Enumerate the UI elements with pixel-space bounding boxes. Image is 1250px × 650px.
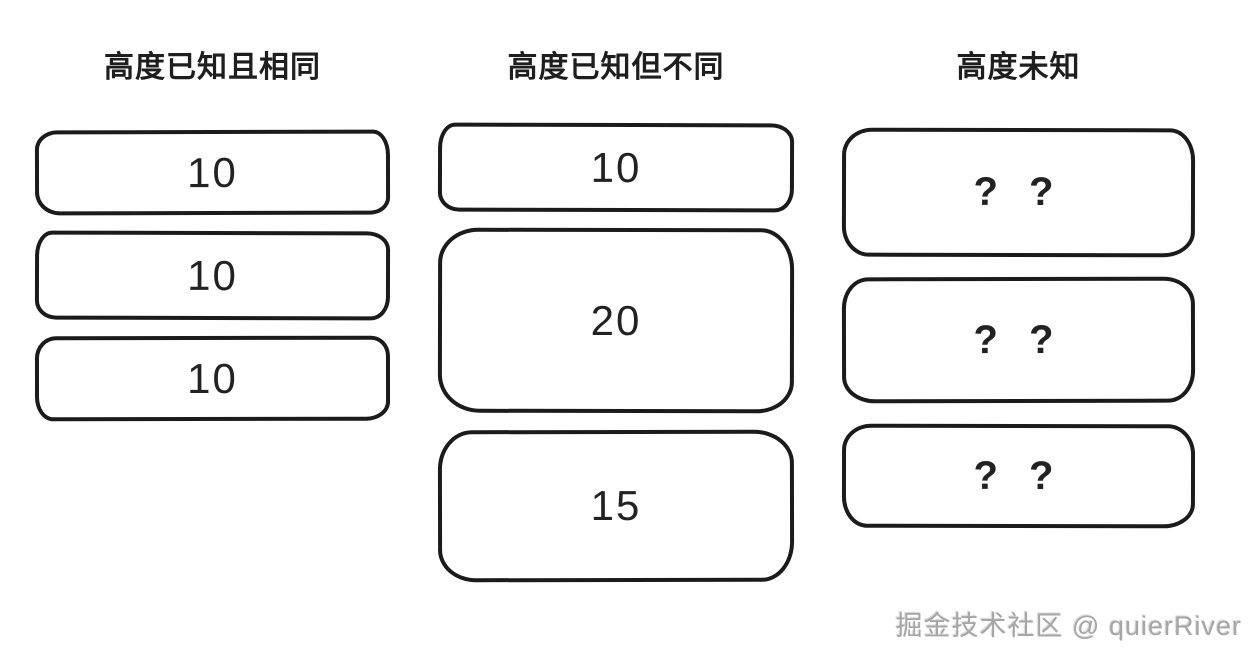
box-same-height-1: 10	[34, 129, 391, 216]
box-height-label: 20	[590, 296, 642, 344]
box-height-label: ? ?	[973, 453, 1064, 498]
watermark: 掘金技术社区 @ quierRiver	[895, 611, 1242, 641]
column-title-height-unknown: 高度未知	[956, 51, 1081, 84]
box-unknown-height-2: ? ?	[841, 276, 1196, 404]
box-height-label: 10	[187, 148, 238, 196]
box-height-label: 10	[187, 251, 238, 299]
box-height-label: ? ?	[973, 317, 1064, 362]
box-diff-height-1: 10	[437, 122, 795, 213]
box-unknown-height-1: ? ?	[841, 127, 1196, 258]
box-diff-height-3: 15	[437, 429, 795, 583]
column-title-height-known-same: 高度已知且相同	[104, 51, 321, 84]
box-height-label: 10	[187, 354, 238, 402]
box-height-label: ? ?	[973, 169, 1064, 215]
box-height-label: 15	[590, 481, 642, 530]
box-diff-height-2: 20	[437, 227, 795, 414]
box-same-height-3: 10	[34, 335, 391, 422]
box-same-height-2: 10	[34, 230, 391, 321]
box-unknown-height-3: ? ?	[841, 423, 1196, 529]
box-height-label: 10	[590, 143, 642, 191]
column-title-height-known-different: 高度已知但不同	[507, 51, 725, 84]
